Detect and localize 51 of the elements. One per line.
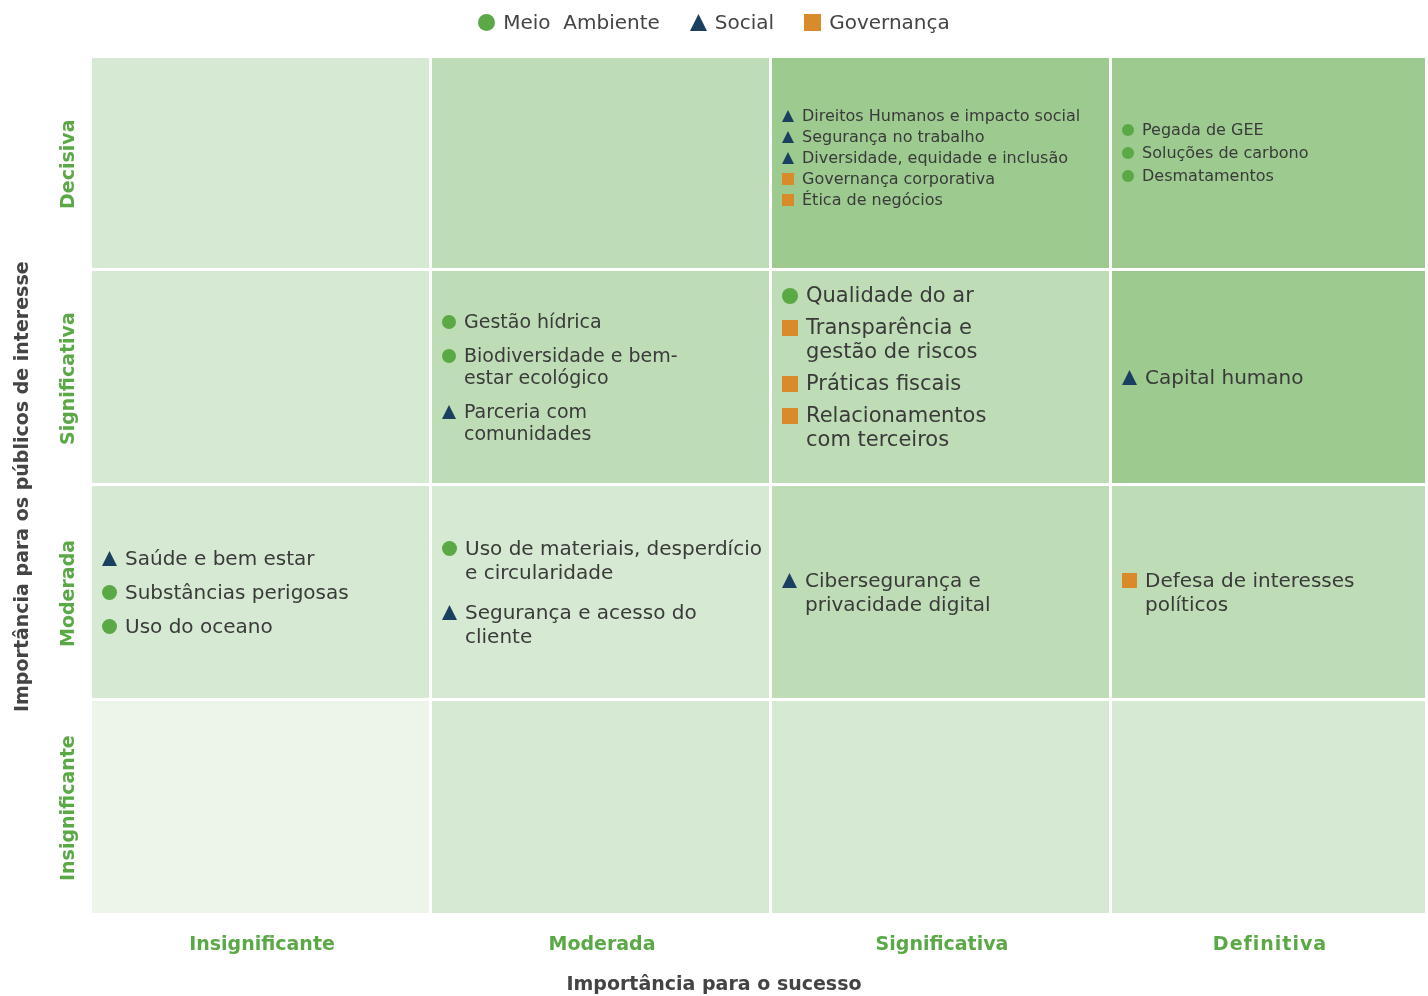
axis-label: Moderada <box>56 538 78 650</box>
legend-label: Social <box>714 10 775 34</box>
axis-label: Insignificante <box>56 734 78 884</box>
topic-label: Parceria com comunidades <box>464 400 593 444</box>
topic-label: Uso de materiais, desperdício e circularidade <box>465 536 763 584</box>
matrix-cell <box>772 486 1109 698</box>
topic-label: Uso do oceano <box>125 614 273 638</box>
topic-label: Capital humano <box>1145 365 1304 389</box>
matrix-cell <box>1112 271 1425 483</box>
matrix-cell <box>1112 486 1425 698</box>
topic-label: Governança corporativa <box>802 169 996 188</box>
legend-label: Meio Ambiente <box>503 10 660 34</box>
topic-label: Desmatamentos <box>1142 166 1274 185</box>
matrix-cell <box>1112 58 1425 268</box>
topic-label: Segurança e acesso do cliente <box>465 600 698 648</box>
axis-label: Significativa <box>874 932 1010 954</box>
topic-label: Saúde e bem estar <box>125 546 315 570</box>
axis-title: Importância para o sucesso <box>565 972 863 994</box>
axis-label: Significativa <box>56 311 78 447</box>
topic-label: Direitos Humanos e impacto social <box>802 106 1081 125</box>
topic-label: Qualidade do ar <box>806 283 974 307</box>
topic-label: Relacionamentos com terceiros <box>806 403 988 451</box>
matrix-cell <box>772 58 1109 268</box>
matrix-cell <box>772 701 1109 913</box>
matrix-cell <box>92 58 429 268</box>
topic-label: Cibersegurança e privacidade digital <box>805 568 992 616</box>
legend-label: Governança <box>829 10 950 34</box>
topic-label: Biodiversidade e bem-estar ecológico <box>464 344 679 388</box>
topic-label: Pegada de GEE <box>1142 120 1264 139</box>
topic-label: Substâncias perigosas <box>125 580 349 604</box>
topic-label: Transparência e gestão de riscos <box>806 315 979 363</box>
topic-label: Diversidade, equidade e inclusão <box>802 148 1069 167</box>
topic-label: Segurança no trabalho <box>802 127 985 146</box>
matrix-cell <box>92 486 429 698</box>
matrix-cell <box>772 271 1109 483</box>
topic-label: Ética de negócios <box>802 190 943 209</box>
matrix-cell <box>1112 701 1425 913</box>
topic-label: Práticas fiscais <box>806 371 962 395</box>
topic-label: Gestão hídrica <box>464 310 602 332</box>
matrix-cell <box>432 486 769 698</box>
matrix-cell <box>432 271 769 483</box>
topic-label: Soluções de carbono <box>1142 143 1309 162</box>
topic-label: Defesa de interesses políticos <box>1145 568 1356 616</box>
matrix-cell <box>432 701 769 913</box>
axis-label: Insignificante <box>188 932 336 954</box>
axis-title: Importância para os públicos de interesse <box>10 260 32 715</box>
axis-label: Decisiva <box>56 118 78 212</box>
axis-label: Moderada <box>547 932 657 954</box>
axis-label: Definitiva <box>1211 932 1329 954</box>
matrix-cell <box>92 271 429 483</box>
matrix-cell <box>432 58 769 268</box>
